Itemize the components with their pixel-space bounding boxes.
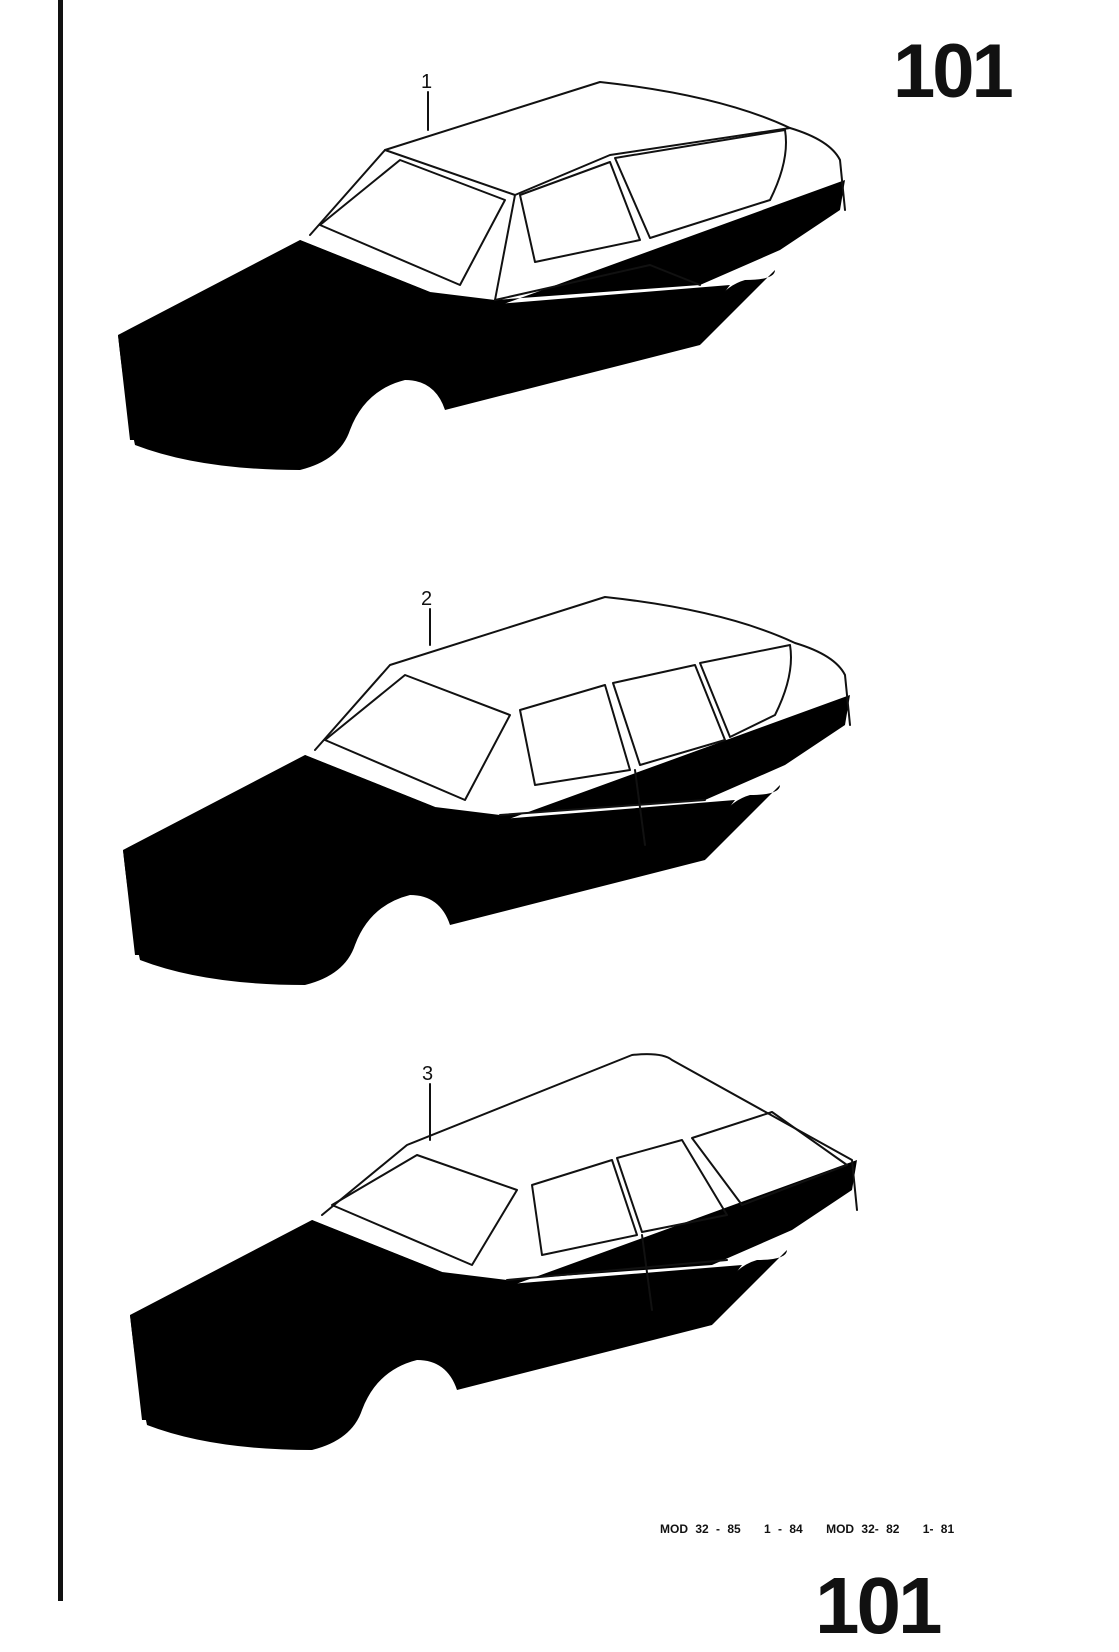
car-body-1: 1 [118, 71, 846, 470]
page-number-top: 101 [893, 29, 1014, 114]
car-body-diagrams: 1 2 3 [118, 71, 858, 1450]
page-binding-line [58, 0, 63, 1601]
footer-model-1: MOD 32 - 85 [660, 1522, 741, 1536]
page-number-bottom: 101 [815, 1561, 942, 1650]
car-body-2: 2 [123, 588, 851, 985]
figure-label-3: 3 [422, 1063, 433, 1085]
footer-date-2: 1- 81 [922, 1522, 955, 1536]
footer-date-1: 1 - 84 [764, 1522, 803, 1536]
footer-model-2: MOD 32- 82 [826, 1522, 900, 1536]
car-body-3: 3 [130, 1053, 858, 1450]
figure-label-1: 1 [421, 71, 432, 93]
model-footer: MOD 32 - 85 1 - 84 MOD 32- 82 1- 81 [660, 1522, 970, 1536]
figure-label-2: 2 [421, 588, 432, 610]
